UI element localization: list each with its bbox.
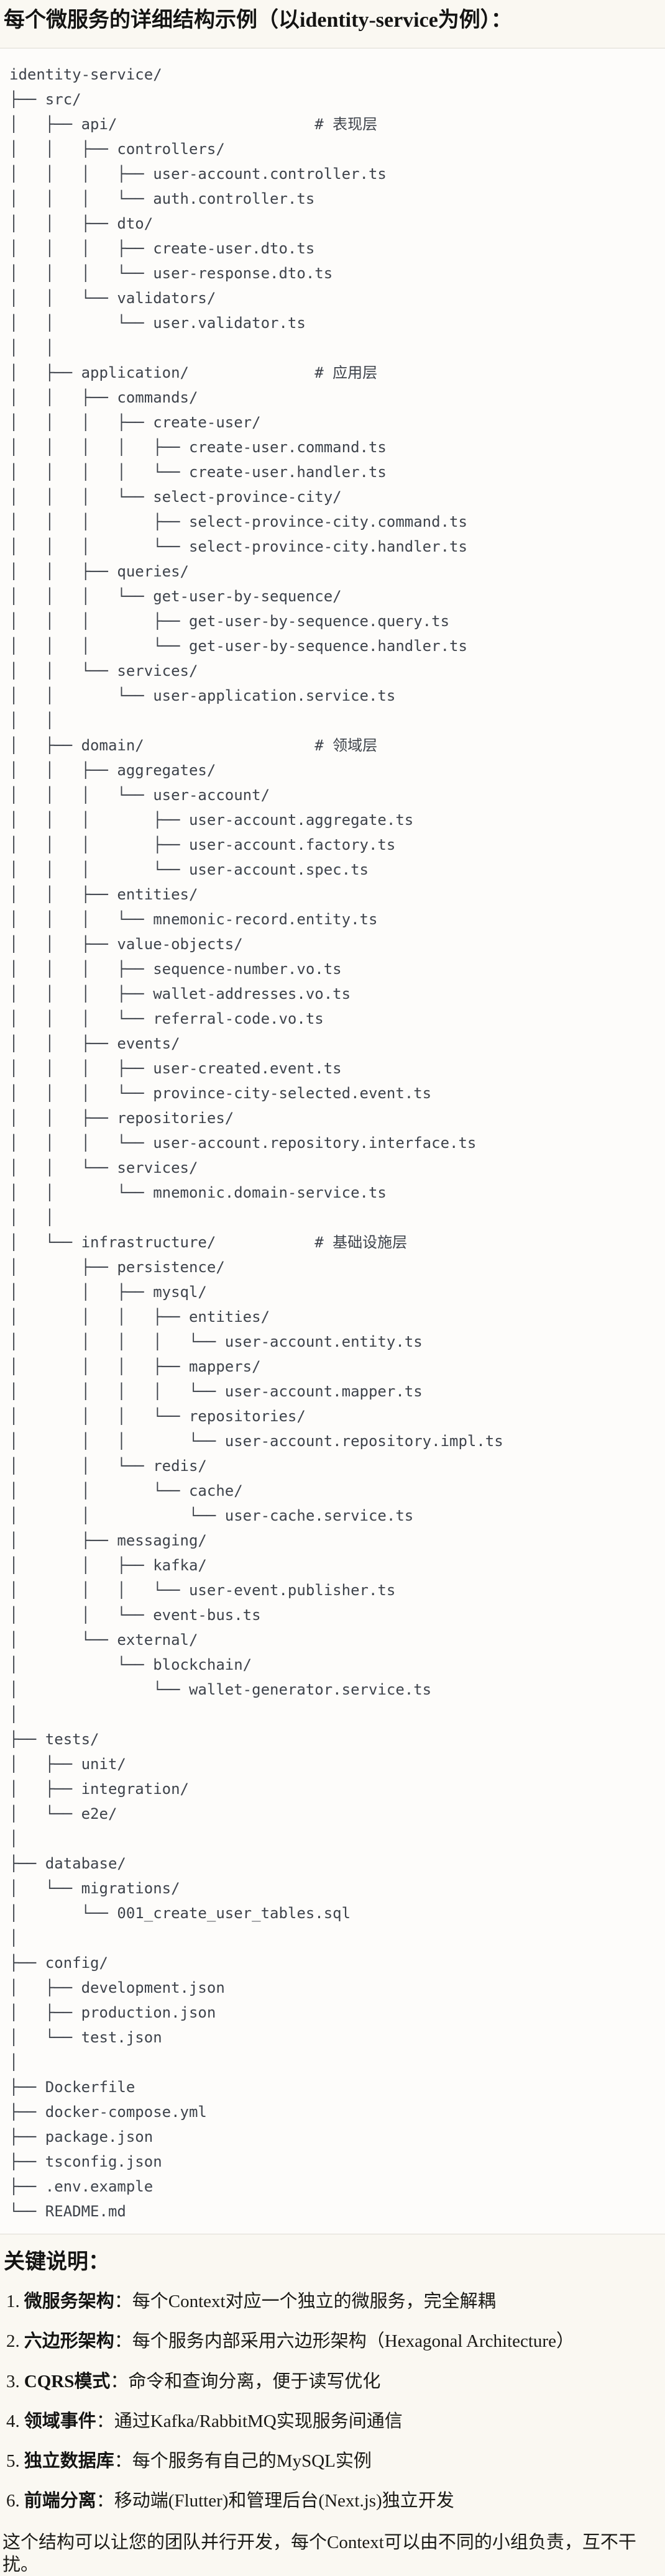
footer-note: 这个结构可以让您的团队并行开发，每个Context可以由不同的小组负责，互不干扰… [2,2531,661,2576]
note-item: 6.前端分离：移动端(Flutter)和管理后台(Next.js)独立开发 [6,2490,661,2512]
note-desc: 移动端(Flutter)和管理后台(Next.js)独立开发 [114,2491,454,2511]
note-colon: ： [96,2411,114,2431]
note-term: 独立数据库 [24,2451,114,2471]
note-term: 六边形架构 [24,2331,114,2351]
note-desc: 每个服务有自己的MySQL实例 [132,2451,372,2471]
notes-list: 1.微服务架构：每个Context对应一个独立的微服务，完全解耦 2.六边形架构… [0,2290,665,2513]
note-number: 3. [6,2372,20,2392]
page-title: 每个微服务的详细结构示例（以identity-service为例）： [4,7,661,34]
note-item: 5.独立数据库：每个服务有自己的MySQL实例 [6,2450,661,2472]
note-colon: ： [110,2372,128,2392]
note-term: 领域事件 [24,2411,96,2431]
note-term: 微服务架构 [24,2292,114,2311]
note-colon: ： [114,2292,132,2311]
note-term: 前端分离 [24,2491,96,2511]
note-colon: ： [114,2331,132,2351]
note-number: 6. [6,2491,20,2511]
note-desc: 通过Kafka/RabbitMQ实现服务间通信 [114,2411,403,2431]
note-number: 1. [6,2292,20,2311]
directory-tree-code-block: identity-service/ ├── src/ │ ├── api/ # … [0,48,665,2234]
note-item: 2.六边形架构：每个服务内部采用六边形架构（Hexagonal Architec… [6,2330,661,2352]
note-colon: ： [114,2451,132,2471]
note-number: 4. [6,2411,20,2431]
note-term: CQRS模式 [24,2372,111,2392]
note-colon: ： [96,2491,114,2511]
note-desc: 每个服务内部采用六边形架构（Hexagonal Architecture） [132,2331,574,2351]
note-item: 1.微服务架构：每个Context对应一个独立的微服务，完全解耦 [6,2290,661,2313]
note-desc: 命令和查询分离，便于读写优化 [128,2372,380,2392]
note-item: 3.CQRS模式：命令和查询分离，便于读写优化 [6,2370,661,2393]
note-desc: 每个Context对应一个独立的微服务，完全解耦 [132,2292,496,2311]
note-number: 2. [6,2331,20,2351]
notes-heading: 关键说明： [4,2249,661,2276]
note-number: 5. [6,2451,20,2471]
note-item: 4.领域事件：通过Kafka/RabbitMQ实现服务间通信 [6,2410,661,2433]
